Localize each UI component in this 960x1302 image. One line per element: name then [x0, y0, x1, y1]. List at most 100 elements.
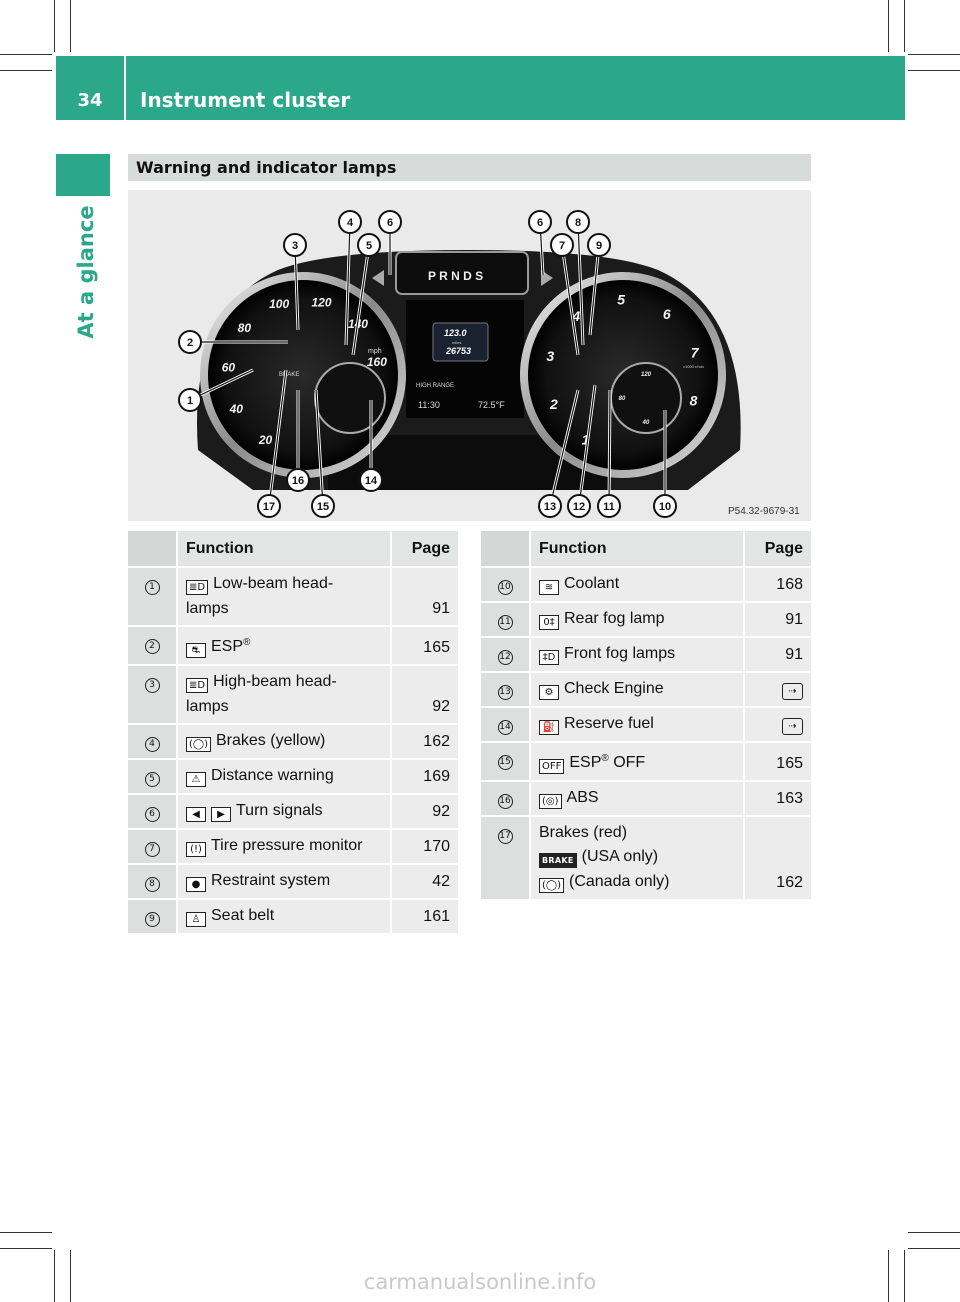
registered-mark: ® — [243, 637, 251, 648]
page-cell: 170 — [391, 829, 458, 865]
speed-ticks: 20406080100120140160 — [222, 295, 387, 447]
center-display-frame — [395, 251, 529, 295]
crop-mark — [908, 54, 960, 55]
function-label: Front fog lamps — [564, 645, 676, 662]
page-cell: 91 — [744, 637, 811, 673]
callout-number: 7 — [559, 240, 565, 252]
crop-mark — [0, 70, 52, 71]
callout-leader — [578, 384, 596, 507]
callout-number: 15 — [317, 501, 329, 513]
callout-leader — [345, 221, 351, 346]
function-label: High-beam head- — [213, 673, 337, 690]
callout-number: 6 — [387, 217, 393, 229]
function-label: Distance warning — [211, 767, 334, 784]
row-number: 12 — [481, 637, 531, 673]
range-label: HIGH RANGE — [416, 383, 454, 389]
check-engine-icon: ⚙ — [539, 685, 559, 700]
function-label-suffix: OFF — [608, 754, 646, 771]
page-cell: 162 — [391, 724, 458, 760]
row-number: 13 — [481, 672, 531, 708]
brake-usa-line: BRAKE(USA only) — [539, 847, 735, 868]
page-cell: 165 — [391, 626, 458, 666]
coolant-tick-label: 40 — [642, 420, 650, 426]
crop-mark — [0, 54, 52, 55]
speed-tick-label: 40 — [229, 402, 244, 416]
callout-badge — [550, 233, 574, 257]
brake-label: BRAKE — [279, 372, 299, 378]
crop-mark — [70, 0, 71, 52]
function-label: Restraint system — [211, 872, 331, 889]
chapter-title: Instrument cluster — [140, 88, 351, 112]
side-tab-label: At a glance — [74, 205, 98, 339]
callout-number: 8 — [575, 217, 581, 229]
callout-badge — [566, 210, 590, 234]
table-row: 13⚙Check Engine⇢ — [481, 672, 811, 708]
function-cell: ≋Coolant — [530, 567, 745, 603]
rear-fog-icon: 0‡ — [539, 615, 559, 630]
section-heading: Warning and indicator lamps — [128, 154, 811, 181]
callout-badge — [528, 210, 552, 234]
page-header: Page — [391, 531, 458, 568]
speed-tick-label: 80 — [238, 321, 252, 335]
page-cell: 163 — [744, 781, 811, 817]
brake-yellow-icon: (◯) — [186, 737, 211, 752]
crop-mark — [904, 0, 905, 52]
rpm-tick-label: 6 — [663, 306, 671, 322]
crop-mark — [0, 1232, 52, 1233]
speed-tick-label: 60 — [222, 361, 236, 375]
function-cell: 0‡Rear fog lamp — [530, 602, 745, 638]
callout-number: 12 — [497, 650, 513, 665]
function-header: Function — [530, 531, 745, 568]
callout-number: 17 — [263, 501, 275, 513]
tach-unit: x1000 r/min — [683, 364, 704, 369]
callout-leader — [294, 244, 299, 331]
crop-mark — [888, 1250, 889, 1302]
gear-indicator: P R N D S — [428, 269, 483, 283]
trip-box — [432, 322, 489, 362]
callout-badge — [178, 330, 202, 354]
function-cell: ⚠Distance warning — [177, 759, 392, 795]
header-divider — [124, 56, 126, 120]
page-cell: 168 — [744, 567, 811, 603]
coolant-tick-label: 80 — [619, 396, 626, 402]
crop-mark — [904, 1250, 905, 1302]
callout-badge — [178, 388, 202, 412]
callout-number: 1 — [144, 580, 160, 595]
seat-belt-icon: ♙ — [186, 912, 206, 927]
crop-mark — [70, 1250, 71, 1302]
callout-leader — [352, 244, 370, 356]
reserve-fuel-icon: ⛽ — [539, 720, 559, 735]
table-row: 12 ‡D Front fog lamps 91 — [481, 637, 811, 673]
page-ref: 163 — [776, 790, 803, 807]
canada-only-label: (Canada only) — [569, 873, 670, 890]
crop-mark — [908, 1232, 960, 1233]
row-number: 17 — [481, 816, 531, 901]
callout-badge — [338, 210, 362, 234]
page-cell: 91 — [391, 567, 458, 627]
callout-number: 12 — [573, 501, 585, 513]
page-cell: 92 — [391, 665, 458, 725]
function-cell: Brakes (red)BRAKE(USA only)(◯)(Canada on… — [530, 816, 745, 901]
crop-mark — [54, 1250, 55, 1302]
front-fog-icon: ‡D — [539, 650, 559, 665]
callout-number: 3 — [292, 240, 298, 252]
callout-number: 15 — [497, 755, 513, 770]
page-ref: 162 — [423, 733, 450, 750]
callout-number: 4 — [347, 217, 354, 229]
watermark: carmanualsonline.info — [363, 1270, 597, 1294]
callout-number: 6 — [537, 217, 543, 229]
callout-leader — [315, 389, 324, 507]
crop-mark — [908, 70, 960, 71]
table-row: 14⛽Reserve fuel⇢ — [481, 707, 811, 743]
callout-badge — [587, 233, 611, 257]
function-label: Turn signals — [236, 802, 323, 819]
page-cell: ⇢ — [744, 707, 811, 743]
